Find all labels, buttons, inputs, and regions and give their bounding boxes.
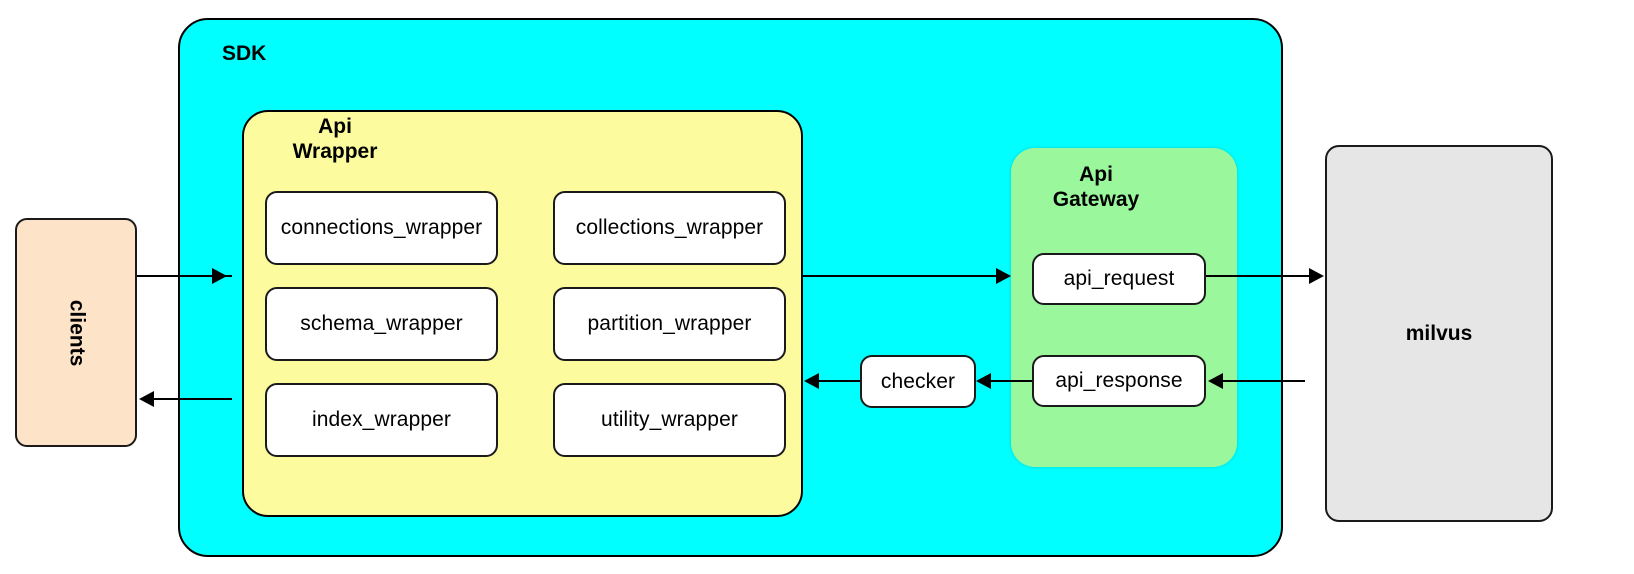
arrowhead-clients-to-sdk	[212, 268, 227, 284]
node-api-request-label: api_request	[1063, 267, 1175, 290]
node-collections-wrapper[interactable]: collections_wrapper	[553, 191, 786, 265]
node-connections-wrapper[interactable]: connections_wrapper	[265, 191, 498, 265]
node-index-wrapper-label: index_wrapper	[311, 408, 452, 431]
connector-milvus-to-api-response	[1220, 380, 1305, 382]
node-clients[interactable]: clients	[15, 218, 137, 447]
container-api-gateway	[1011, 148, 1237, 467]
node-checker-label: checker	[880, 369, 956, 393]
connector-api-request-to-milvus	[1206, 275, 1309, 277]
node-connections-wrapper-label: connections_wrapper	[280, 216, 483, 239]
arrowhead-milvus-to-api-response	[1208, 373, 1223, 389]
arrowhead-api-request-to-milvus	[1309, 268, 1324, 284]
arrowhead-api-response-to-checker	[976, 373, 991, 389]
connector-wrapper-to-gateway	[803, 275, 1003, 277]
arrowhead-checker-to-wrapper	[804, 373, 819, 389]
node-schema-wrapper[interactable]: schema_wrapper	[265, 287, 498, 361]
node-index-wrapper[interactable]: index_wrapper	[265, 383, 498, 457]
connector-clients-to-sdk	[137, 275, 232, 277]
arrowhead-sdk-to-clients	[139, 391, 154, 407]
node-utility-wrapper-label: utility_wrapper	[601, 408, 738, 431]
connector-checker-to-wrapper	[816, 380, 860, 382]
node-partition-wrapper[interactable]: partition_wrapper	[553, 287, 786, 361]
connector-api-response-to-checker	[988, 380, 1032, 382]
node-api-response[interactable]: api_response	[1032, 355, 1206, 407]
node-milvus[interactable]: milvus	[1325, 145, 1553, 522]
node-clients-label: clients	[65, 299, 88, 366]
node-milvus-label: milvus	[1405, 321, 1473, 345]
connector-sdk-to-clients	[150, 398, 232, 400]
node-schema-wrapper-label: schema_wrapper	[300, 312, 463, 335]
node-utility-wrapper[interactable]: utility_wrapper	[553, 383, 786, 457]
node-checker[interactable]: checker	[860, 355, 976, 408]
arrowhead-wrapper-to-gateway	[996, 268, 1011, 284]
node-collections-wrapper-label: collections_wrapper	[575, 216, 764, 239]
node-api-response-label: api_response	[1055, 369, 1183, 392]
node-partition-wrapper-label: partition_wrapper	[587, 312, 752, 335]
node-api-request[interactable]: api_request	[1032, 253, 1206, 305]
